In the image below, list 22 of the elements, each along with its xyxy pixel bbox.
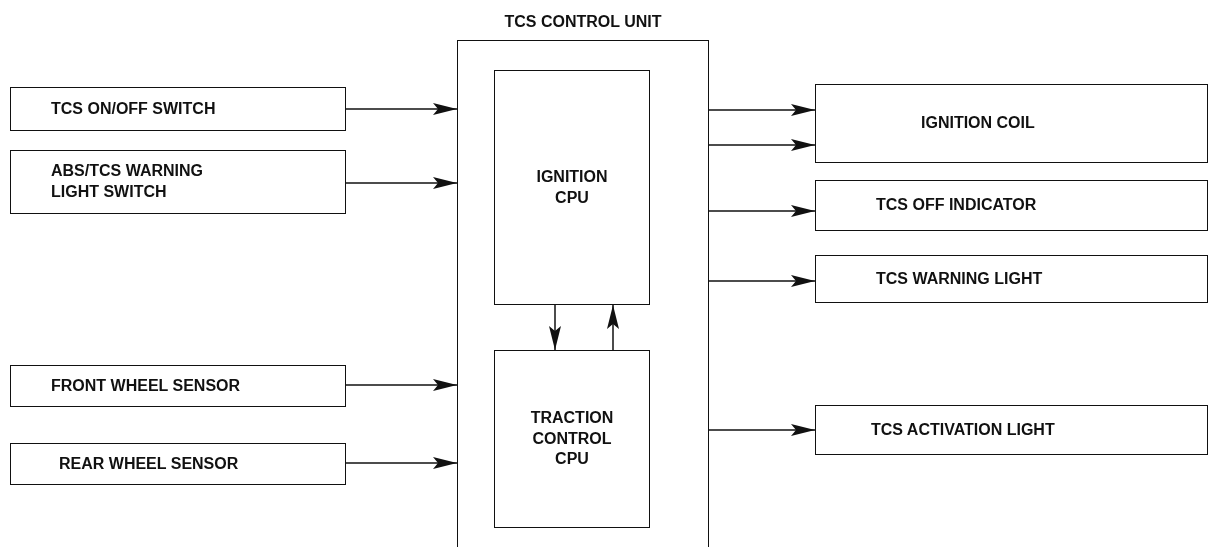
input-box: REAR WHEEL SENSOR [10,443,346,485]
arrow [345,457,458,469]
output-box: IGNITION COIL [815,84,1208,163]
input-box: ABS/TCS WARNING LIGHT SWITCH [10,150,346,214]
arrow [708,275,816,287]
cpu-box: TRACTION CONTROL CPU [494,350,650,528]
arrow [708,424,816,436]
arrow [549,304,561,351]
unit-heading: TCS CONTROL UNIT [503,12,663,32]
input-box: FRONT WHEEL SENSOR [10,365,346,407]
arrow [708,205,816,217]
arrow [345,177,458,189]
output-box: TCS ACTIVATION LIGHT [815,405,1208,455]
arrow [708,104,816,116]
arrow [607,304,619,351]
cpu-box: IGNITION CPU [494,70,650,305]
output-box: TCS OFF INDICATOR [815,180,1208,231]
input-box: TCS ON/OFF SWITCH [10,87,346,131]
arrow [345,379,458,391]
output-box: TCS WARNING LIGHT [815,255,1208,303]
arrow [345,103,458,115]
arrow [708,139,816,151]
